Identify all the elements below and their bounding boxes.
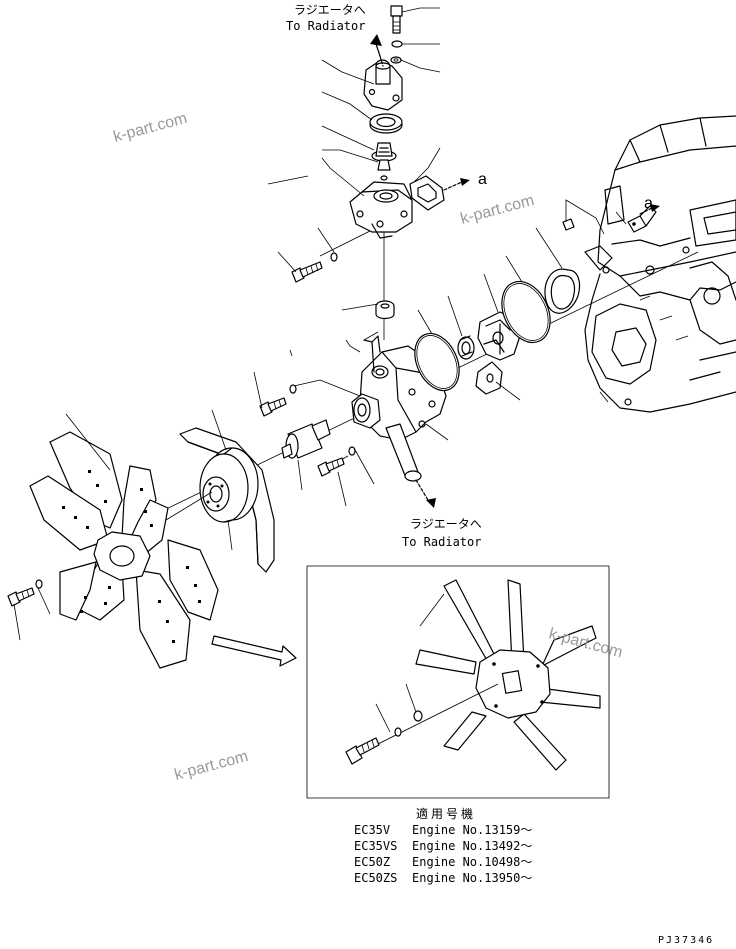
arrow-to-radiator-top — [370, 34, 383, 66]
applicability-title: 適用号機 — [416, 806, 476, 821]
engine-block — [563, 116, 736, 412]
impeller-group — [406, 269, 579, 398]
pump-shaft — [282, 420, 330, 458]
applicability-engine: Engine No.13492〜 — [412, 839, 532, 853]
fan-pulley — [200, 448, 258, 522]
to-radiator-top-jp: ラジエータへ — [294, 3, 366, 17]
watermark: k-part.com — [173, 748, 250, 784]
applicability-engine: Engine No.13950〜 — [412, 871, 532, 885]
applicability-engine: Engine No.13159〜 — [412, 823, 532, 837]
arrow-callout-a-2 — [640, 204, 660, 214]
applicability-model: EC35V — [354, 823, 390, 837]
to-radiator-bottom-jp: ラジエータへ — [410, 517, 482, 531]
watermark: k-part.com — [112, 110, 189, 146]
detail-box — [307, 566, 609, 798]
fan-bolt-main — [8, 580, 42, 606]
arrow-to-radiator-bottom — [416, 480, 436, 508]
callout-a-1: a — [478, 171, 487, 188]
cooling-fan-main — [30, 432, 218, 668]
to-radiator-bottom-en: To Radiator — [402, 535, 481, 549]
cooling-fan-alternative — [416, 580, 600, 770]
part-id: PJ37346 — [658, 935, 714, 946]
applicability-model: EC50ZS — [354, 871, 397, 885]
pump-bolt-lower — [318, 447, 355, 476]
applicability-model: EC50Z — [354, 855, 390, 869]
applicability-model: EC35VS — [354, 839, 397, 853]
arrow-detail-reference — [212, 636, 296, 666]
pump-bolt-upper — [260, 385, 296, 416]
callout-a-2: a — [644, 195, 653, 212]
watermark: k-part.com — [459, 192, 536, 228]
leader-lines — [14, 8, 626, 732]
thermostat-housing-group — [292, 6, 444, 319]
arrow-callout-a-1 — [444, 178, 470, 190]
applicability-table: 適用号機 EC35V Engine No.13159〜 EC35VS Engin… — [354, 806, 532, 885]
applicability-engine: Engine No.10498〜 — [412, 855, 532, 869]
to-radiator-top-en: To Radiator — [286, 19, 365, 33]
fan-bolt-alternative — [346, 684, 498, 764]
